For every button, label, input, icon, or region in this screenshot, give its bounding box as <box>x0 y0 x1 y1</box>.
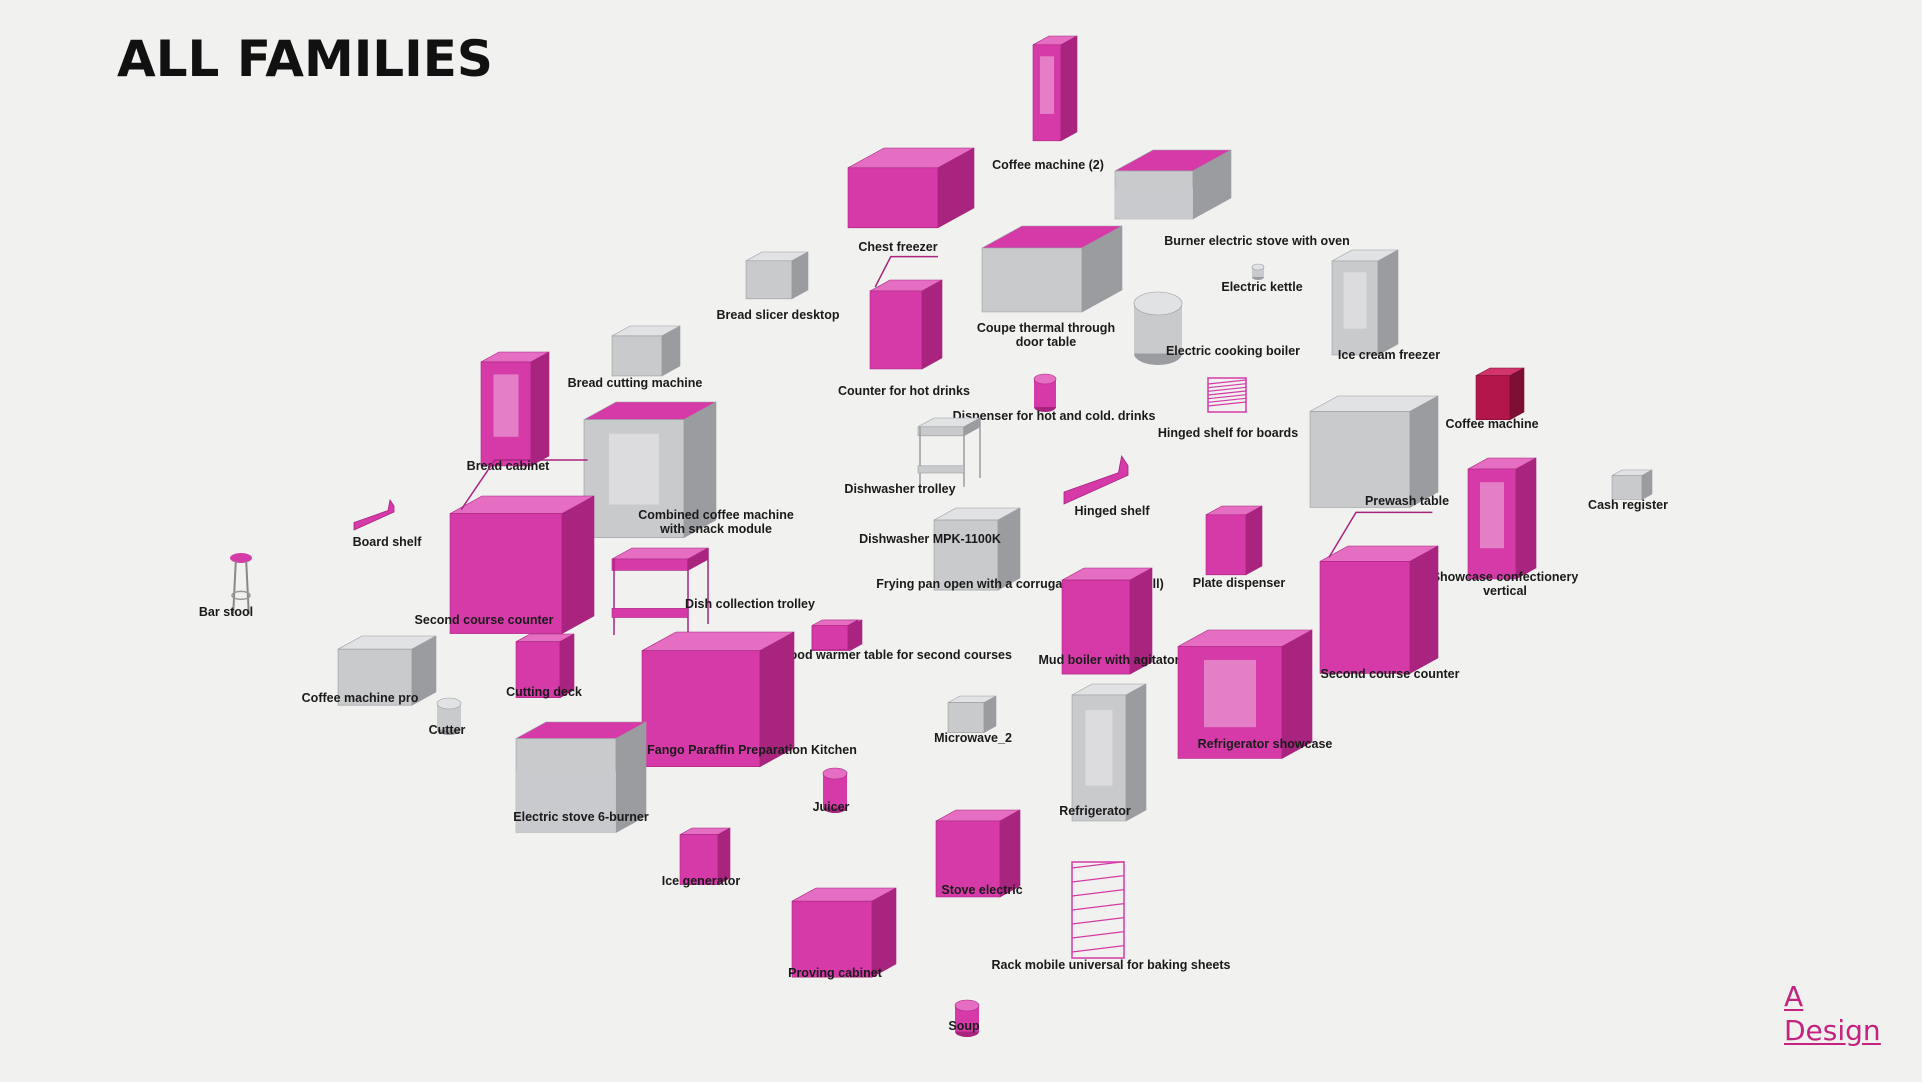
bread-cabinet-icon <box>480 351 550 467</box>
baking-rack-icon <box>1071 861 1125 959</box>
family-label: Food warmer table for second courses <box>782 648 1012 662</box>
cutter-icon <box>436 697 462 735</box>
thermal-table-icon <box>981 225 1123 313</box>
family-label: Rack mobile universal for baking sheets <box>991 958 1231 972</box>
family-label: Ice cream freezer <box>1337 348 1441 362</box>
family-label: Bread cabinet <box>466 459 550 473</box>
bread-slicer-icon <box>745 251 809 300</box>
coffee-machine-icon <box>1475 367 1525 421</box>
family-label: Second course counter <box>1320 667 1460 681</box>
family-label: Bread slicer desktop <box>716 308 840 322</box>
board-shelf-rack-icon <box>1207 377 1247 413</box>
family-label: Hinged shelf for boards <box>1157 426 1299 440</box>
family-label: Mud boiler with agitator <box>1038 653 1180 667</box>
showcase-vertical-icon <box>1467 457 1537 580</box>
family-label: Chest freezer <box>858 240 938 254</box>
prewash-table-icon <box>1309 395 1439 508</box>
bread-cutting-icon <box>611 325 681 377</box>
family-label: Plate dispenser <box>1192 576 1286 590</box>
family-label: Refrigerator showcase <box>1197 737 1333 751</box>
family-label: Proving cabinet <box>788 966 882 980</box>
family-label: Showcase confectionery vertical <box>1431 570 1579 598</box>
hot-drinks-counter-icon <box>869 255 943 370</box>
fango-kitchen-icon <box>641 631 795 768</box>
ice-generator-icon <box>679 827 731 886</box>
proving-cabinet-icon <box>791 887 897 978</box>
bar-stool-icon <box>230 553 252 615</box>
second-course-counter-icon <box>449 459 595 635</box>
refrigerator-showcase-icon <box>1177 629 1313 760</box>
chest-freezer-icon <box>847 147 975 229</box>
ice-cream-freezer-icon <box>1331 249 1399 356</box>
page-title: ALL FAMILIES <box>117 30 493 88</box>
family-label: Coffee machine pro <box>301 691 419 705</box>
mud-boiler-icon <box>1061 567 1153 675</box>
coffee-machine-pro-icon <box>337 635 437 706</box>
family-label: Bread cutting machine <box>567 376 703 390</box>
plate-dispenser-icon <box>1205 505 1263 576</box>
family-label: Soup <box>948 1019 980 1033</box>
juicer-icon <box>822 767 848 813</box>
family-label: Cutter <box>428 723 466 737</box>
family-label: Fango Paraffin Preparation Kitchen <box>647 743 857 757</box>
cutting-deck-icon <box>515 633 575 699</box>
family-label: Hinged shelf <box>1074 504 1150 518</box>
soup-pot-icon <box>954 999 980 1037</box>
family-label: Coupe thermal through door table <box>976 321 1116 349</box>
board-shelf-icon <box>353 498 395 531</box>
family-label: Bar stool <box>198 605 254 619</box>
design-logo: A Design <box>1784 980 1881 1048</box>
dish-trolley-icon <box>611 547 709 635</box>
family-label: Dispenser for hot and cold. drinks <box>952 409 1156 423</box>
family-label: Cash register <box>1588 498 1668 512</box>
family-label: Combined coffee machine with snack modul… <box>638 508 794 536</box>
family-label: Burner electric stove with oven <box>1164 234 1350 248</box>
family-label: Microwave_2 <box>934 731 1012 745</box>
logo-line-1: A <box>1784 980 1804 1013</box>
cooking-boiler-icon <box>1133 291 1183 365</box>
cash-register-icon <box>1611 469 1653 501</box>
family-label: Coffee machine (2) <box>992 158 1104 172</box>
family-label: Electric kettle <box>1221 280 1303 294</box>
family-label: Electric cooking boiler <box>1165 344 1301 358</box>
family-label: Dish collection trolley <box>685 597 815 611</box>
logo-line-2: Design <box>1784 1014 1881 1047</box>
refrigerator-icon <box>1071 683 1147 822</box>
kettle-icon <box>1251 263 1265 280</box>
second-course-counter-right-icon <box>1319 511 1439 674</box>
family-label: Coffee machine <box>1445 417 1539 431</box>
family-label: Cutting deck <box>506 685 582 699</box>
family-label: Second course counter <box>414 613 554 627</box>
tall-cabinet-icon <box>1032 35 1078 142</box>
stove-electric-icon <box>935 809 1021 898</box>
six-burner-stove-icon <box>515 721 647 834</box>
family-label: Ice generator <box>661 874 741 888</box>
trolley-icon <box>917 417 981 487</box>
family-label: Electric stove 6-burner <box>513 810 649 824</box>
dispenser-icon <box>1033 373 1057 412</box>
family-label: Board shelf <box>352 535 422 549</box>
family-label: Refrigerator <box>1059 804 1131 818</box>
hinged-shelf-icon <box>1063 454 1129 505</box>
family-label: Prewash table <box>1364 494 1450 508</box>
family-label: Dishwasher MPK-1100K <box>859 532 1001 546</box>
family-label: Dishwasher trolley <box>844 482 956 496</box>
combined-machine-icon <box>583 401 717 539</box>
family-label: Juicer <box>812 800 850 814</box>
family-label: Stove electric <box>941 883 1023 897</box>
family-label: Counter for hot drinks <box>838 384 970 398</box>
stove-oven-icon <box>1114 149 1232 220</box>
dishwasher-icon <box>933 507 1021 591</box>
food-warmer-icon <box>811 619 859 651</box>
microwave-icon <box>947 695 997 734</box>
